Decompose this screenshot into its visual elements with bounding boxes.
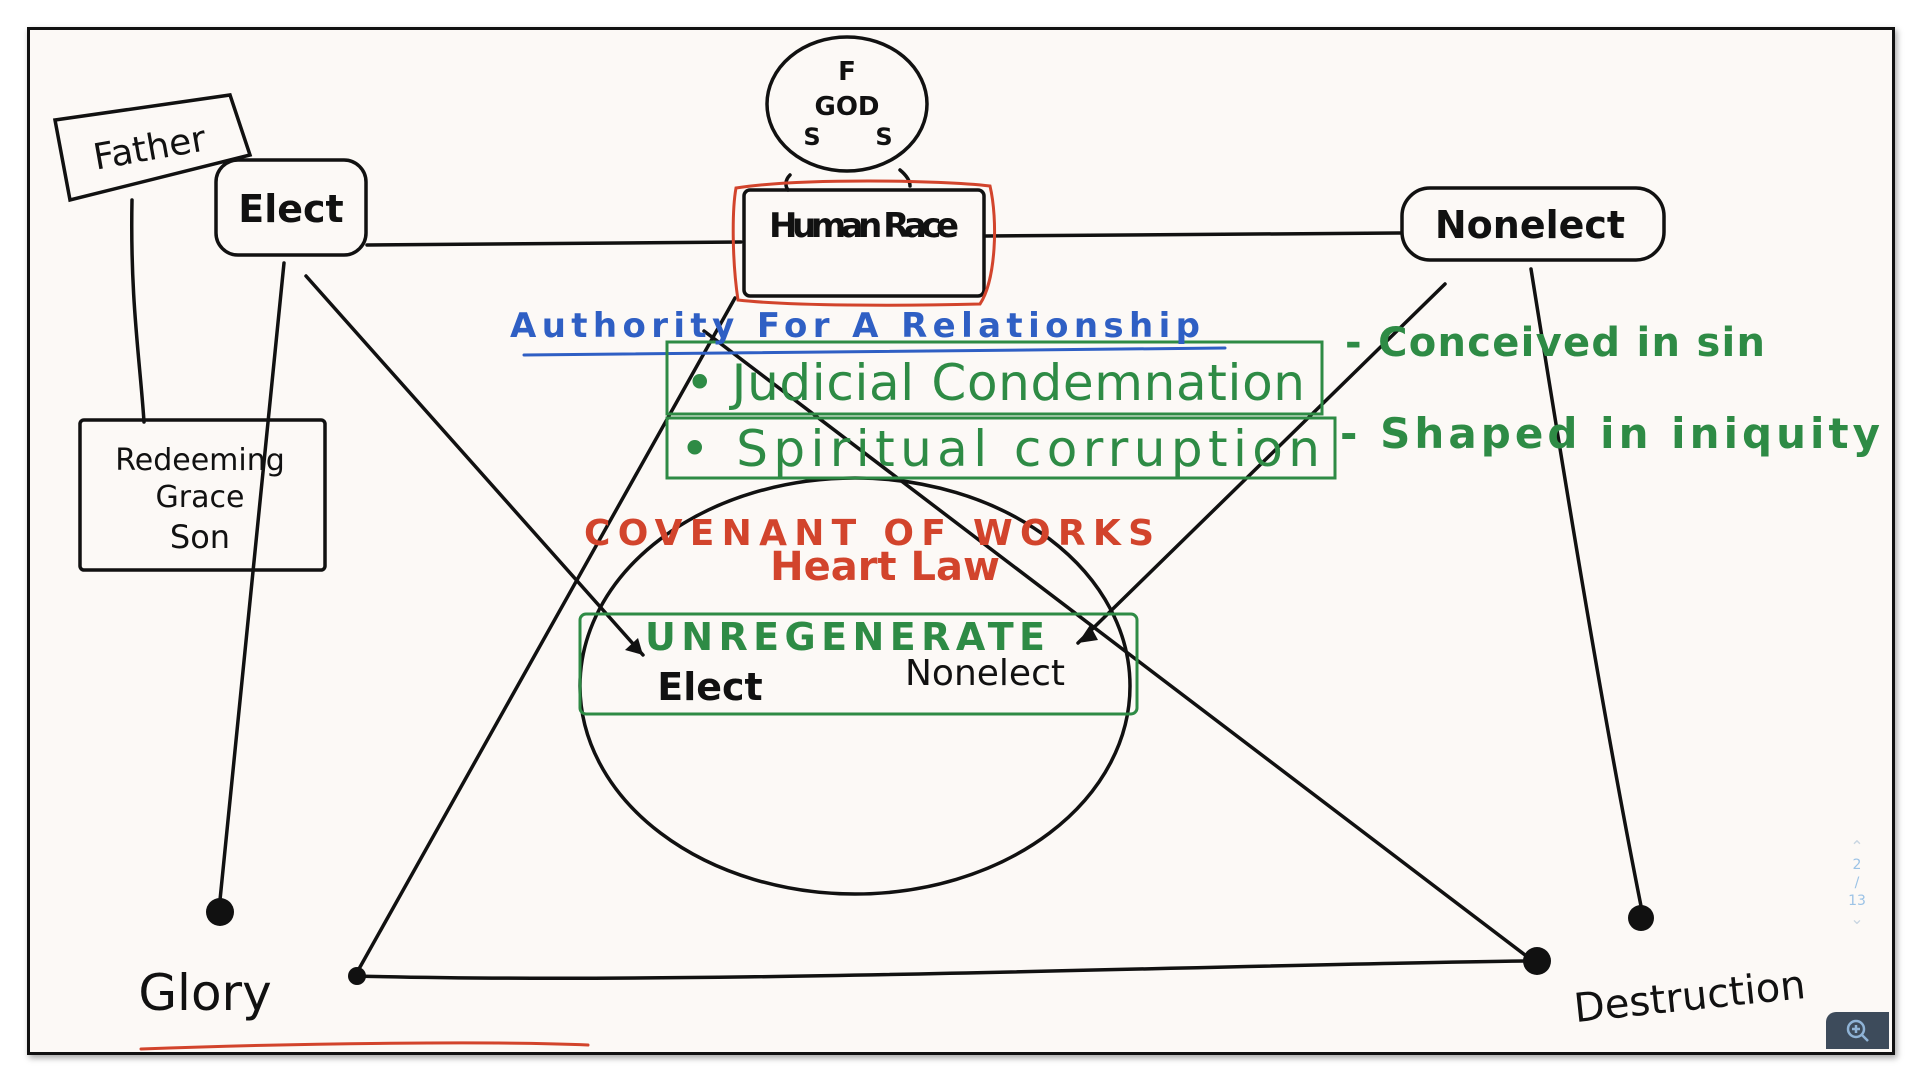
line-nonelect-destruction bbox=[1529, 267, 1643, 908]
chevron-up-icon[interactable]: ⌃ bbox=[1850, 837, 1864, 856]
authority-underline bbox=[522, 346, 1227, 357]
unregenerate-label: UNREGENERATE bbox=[645, 615, 1045, 659]
glory-base-node bbox=[348, 967, 366, 985]
triangle-right bbox=[702, 329, 1527, 957]
destruction-node-2 bbox=[1628, 905, 1654, 931]
destruction-label: Destruction bbox=[1572, 962, 1808, 1032]
god-f: F bbox=[838, 57, 856, 87]
human-label: Human Race bbox=[769, 206, 959, 246]
god-label: GOD bbox=[814, 92, 879, 122]
line-elect-glory bbox=[218, 261, 286, 902]
line-father-redeeming bbox=[130, 198, 146, 424]
son-label: Son bbox=[170, 518, 230, 556]
inner-nonelect-label: Nonelect bbox=[905, 653, 1065, 694]
inner-elect-label: Elect bbox=[657, 665, 762, 709]
shaped-label: - Shaped in iniquity bbox=[1340, 409, 1880, 458]
glory-label: Glory bbox=[138, 964, 271, 1022]
judicial-label: • Judicial Condemnation bbox=[685, 354, 1305, 412]
elect-label: Elect bbox=[238, 187, 343, 231]
authority-label: Authority For A Relationship bbox=[510, 306, 1200, 346]
page-separator: / bbox=[1854, 875, 1860, 891]
red-stub bbox=[139, 1041, 590, 1051]
page-total: 13 bbox=[1848, 893, 1866, 909]
zoom-in-button[interactable] bbox=[1826, 1012, 1889, 1049]
god-s-right: S bbox=[875, 123, 892, 151]
conceived-label: - Conceived in sin bbox=[1345, 320, 1765, 366]
god-s-left: S bbox=[803, 123, 820, 151]
human-race-box bbox=[742, 188, 986, 298]
human-race-highlight bbox=[731, 179, 997, 307]
triangle-base bbox=[353, 959, 1532, 981]
heart-law-label: Heart Law bbox=[770, 544, 1000, 590]
grace-label: Grace bbox=[156, 480, 245, 515]
nonelect-label: Nonelect bbox=[1435, 203, 1625, 247]
redeeming-label: Redeeming bbox=[115, 443, 285, 478]
glory-node bbox=[206, 898, 234, 926]
arrowhead-elect bbox=[625, 638, 643, 655]
spiritual-box bbox=[665, 416, 1337, 480]
spiritual-label: • Spiritual corruption bbox=[680, 420, 1320, 478]
redeeming-box bbox=[78, 418, 327, 572]
zoom-in-icon bbox=[1846, 1019, 1869, 1042]
arrow-nonelect-unregenerate bbox=[1076, 282, 1447, 645]
nonelect-box bbox=[1400, 186, 1666, 262]
whiteboard-slide bbox=[27, 27, 1895, 1055]
father-box bbox=[52, 93, 253, 203]
arrow-elect-unregenerate bbox=[304, 274, 645, 657]
elect-box bbox=[214, 158, 368, 257]
unregenerate-box bbox=[578, 612, 1139, 716]
line-elect-human bbox=[365, 240, 743, 247]
destruction-node bbox=[1523, 947, 1551, 975]
god-circle bbox=[765, 35, 929, 173]
arrowhead-nonelect bbox=[1078, 625, 1098, 643]
covenant-label: COVENANT OF WORKS bbox=[584, 513, 1154, 554]
triangle-left bbox=[353, 296, 737, 978]
chevron-down-icon[interactable]: ⌄ bbox=[1850, 909, 1864, 928]
page-current: 2 bbox=[1852, 857, 1862, 873]
line-human-nonelect bbox=[984, 231, 1402, 238]
page-navigator: ⌃ 2 / 13 ⌄ bbox=[1842, 838, 1872, 928]
judicial-box bbox=[665, 340, 1324, 416]
